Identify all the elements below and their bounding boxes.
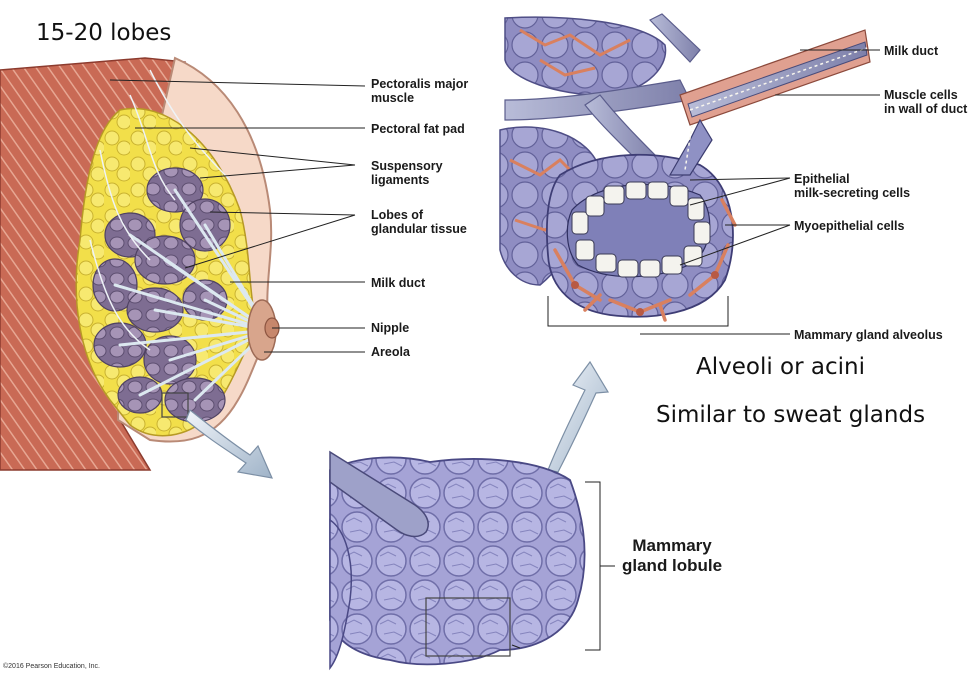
label-nipple: Nipple (371, 321, 410, 335)
alveolus-illustration (499, 13, 871, 473)
lobule-illustration (329, 450, 615, 671)
label-muscle-cells: Muscle cells in wall of duct (884, 88, 968, 116)
zoom-arrow-up (547, 360, 610, 473)
suspensory-ligaments (89, 69, 231, 351)
note-alveoli-acini: Alveoli or acini (696, 354, 865, 380)
right-leader-lines (640, 49, 880, 335)
label-suspensory-ligaments: Suspensory ligaments (371, 159, 443, 187)
label-pectoral-fat-pad: Pectoral fat pad (371, 122, 465, 136)
label-mammary-alveolus: Mammary gland alveolus (794, 328, 943, 342)
milk-duct-detail (668, 29, 871, 176)
breast-illustration (0, 56, 280, 479)
lobule-bracket (585, 481, 601, 651)
epithelial-cells (571, 181, 711, 278)
label-lobes-glandular: Lobes of glandular tissue (371, 208, 467, 236)
alveolus-bracket (547, 296, 729, 327)
lobule-zoom-box (161, 392, 189, 418)
label-mammary-lobule: Mammary gland lobule (622, 536, 723, 575)
lobe-count-heading: 15-20 lobes (36, 20, 172, 46)
label-areola: Areola (371, 345, 410, 359)
zoom-arrow-down (185, 409, 273, 479)
copyright-notice: ©2016 Pearson Education, Inc. (3, 663, 100, 670)
lobule-duct (329, 450, 429, 538)
label-milk-duct-left: Milk duct (371, 276, 426, 290)
label-pectoralis-major: Pectoralis major muscle (371, 77, 469, 105)
label-milk-duct-right: Milk duct (884, 44, 939, 58)
label-myoepithelial-cells: Myoepithelial cells (794, 219, 905, 233)
label-epithelial-cells: Epithelial milk-secreting cells (794, 172, 911, 200)
note-sweat-glands: Similar to sweat glands (656, 402, 926, 428)
alveolus-zoom-box (425, 597, 511, 657)
left-leader-lines (109, 79, 366, 353)
